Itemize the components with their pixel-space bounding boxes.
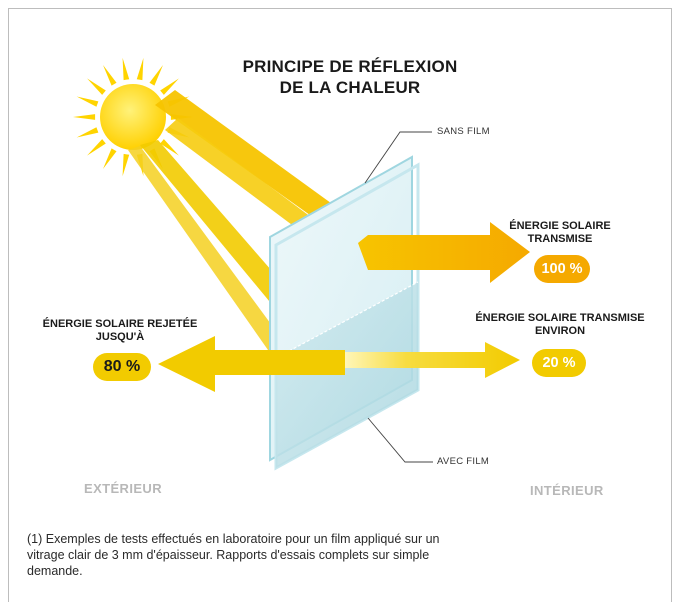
transmitted-arrow xyxy=(358,222,530,283)
sun-ray xyxy=(87,139,106,156)
transmitted-badge: 100 % xyxy=(534,255,590,283)
sun-ray xyxy=(76,96,99,107)
callout-avec-film: AVEC FILM xyxy=(437,456,490,467)
outside-label: EXTÉRIEUR xyxy=(84,481,163,496)
sun-ray xyxy=(87,78,106,95)
rejected-badge: 80 % xyxy=(93,353,151,381)
sun-ray xyxy=(136,57,144,81)
transmitted-film-label-line-1: ÉNERGIE SOLAIRE TRANSMISE xyxy=(475,312,645,324)
sun-ray xyxy=(122,153,130,177)
sun-ray xyxy=(122,57,130,81)
diagram-frame xyxy=(8,8,672,602)
sun-ray xyxy=(149,65,163,86)
sun-ray xyxy=(73,114,96,120)
title-line-2: DE LA CHALEUR xyxy=(279,78,421,97)
sun-ray xyxy=(103,148,117,169)
diagram-title: PRINCIPE DE RÉFLEXION DE LA CHALEUR xyxy=(200,56,500,98)
transmitted-label-line-1: ÉNERGIE SOLAIRE xyxy=(509,220,611,232)
sun-ray xyxy=(160,78,179,95)
rejected-label-line-2: JUSQU'À xyxy=(95,331,145,343)
transmitted-film-label: ÉNERGIE SOLAIRE TRANSMISE ENVIRON xyxy=(462,312,658,338)
footnote: (1) Exemples de tests effectués en labor… xyxy=(27,532,440,578)
transmitted-film-arrow xyxy=(345,342,520,378)
sun-ray xyxy=(160,139,179,156)
title-line-1: PRINCIPE DE RÉFLEXION xyxy=(242,57,458,76)
transmitted-label: ÉNERGIE SOLAIRE TRANSMISE xyxy=(480,220,640,246)
rejected-label: ÉNERGIE SOLAIRE REJETÉE JUSQU'À xyxy=(20,318,220,344)
transmitted-label-line-2: TRANSMISE xyxy=(527,233,593,245)
callout-line-bottom xyxy=(367,417,433,463)
inside-label: INTÉRIEUR xyxy=(530,483,604,498)
sun-ray xyxy=(76,127,99,138)
rejected-arrow xyxy=(158,336,345,392)
glass-panel xyxy=(269,155,420,471)
callout-sans-film: SANS FILM xyxy=(437,126,490,137)
rejected-label-line-1: ÉNERGIE SOLAIRE REJETÉE xyxy=(42,318,198,330)
transmitted-film-label-line-2: ENVIRON xyxy=(534,325,586,337)
callout-line-top xyxy=(364,131,432,184)
transmitted-film-badge: 20 % xyxy=(532,349,586,377)
sun-ray xyxy=(103,65,117,86)
